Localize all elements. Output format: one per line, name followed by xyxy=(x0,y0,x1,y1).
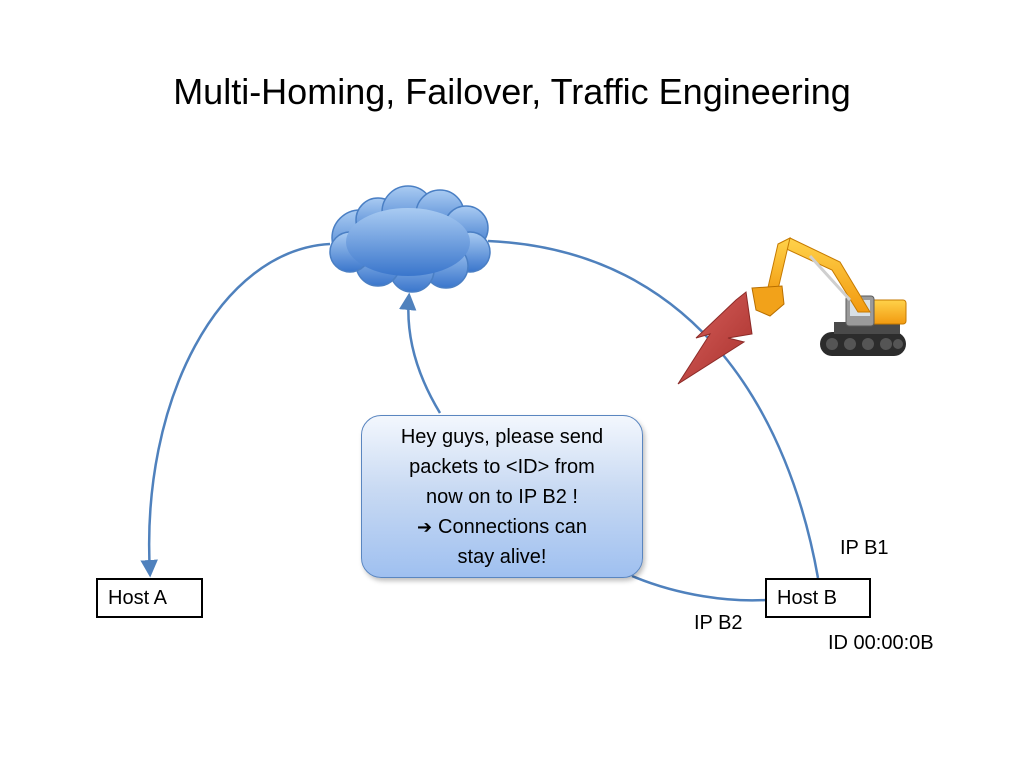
callout-line-1: Hey guys, please send xyxy=(400,425,604,448)
callout-line-4-text: Connections can xyxy=(438,515,588,538)
ip-b2-label: IP B2 xyxy=(694,612,743,634)
host-a-box: Host A xyxy=(96,578,203,618)
lightning-icon xyxy=(677,291,753,385)
slide-title: Multi-Homing, Failover, Traffic Engineer… xyxy=(173,71,851,112)
callout-line-2: packets to <ID> from xyxy=(409,455,595,478)
link-callout-to-cloud xyxy=(399,292,442,414)
right-arrow-icon: ➔ xyxy=(416,516,433,537)
link-cloud-to-host-a xyxy=(140,242,331,578)
callout-line-4: ➔Connections can xyxy=(417,512,587,542)
cloud-icon xyxy=(329,185,491,293)
excavator-icon xyxy=(751,237,907,356)
callout-line-3: now on to IP B2 ! xyxy=(426,485,578,508)
ip-b1-label: IP B1 xyxy=(840,537,889,559)
host-b-id-label: ID 00:00:0B xyxy=(828,632,934,654)
callout-line-5: stay alive! xyxy=(457,545,547,568)
callout-box: Hey guys, please send packets to <ID> fr… xyxy=(361,415,643,578)
host-b-box: Host B xyxy=(765,578,871,618)
link-host-b-ip-b2-to-callout xyxy=(631,574,767,602)
